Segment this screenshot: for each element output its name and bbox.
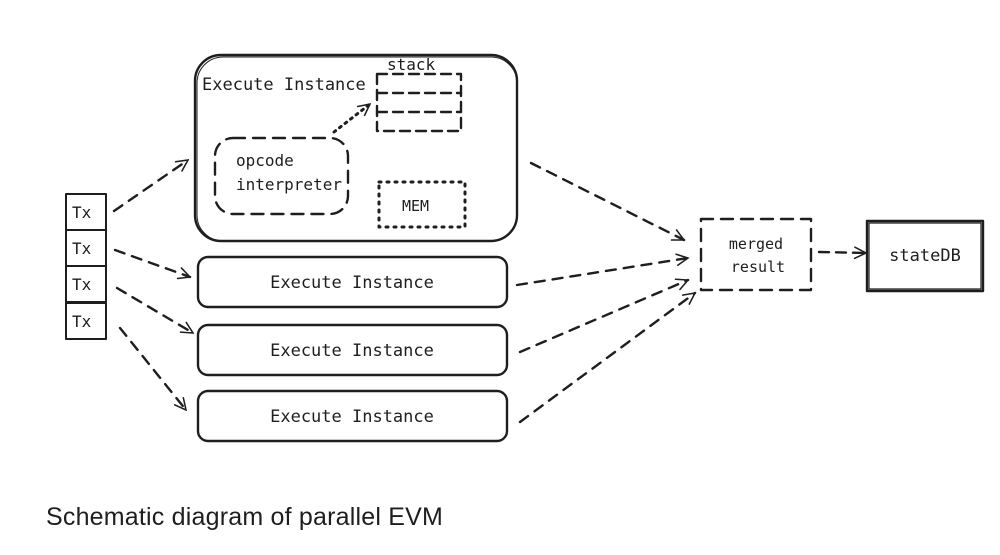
- interpreter-line2: interpreter: [236, 175, 342, 194]
- instance-to-merged-arrow: [515, 258, 688, 287]
- tx-to-instance-arrow: [115, 286, 193, 335]
- figure-caption: Schematic diagram of parallel EVM: [46, 503, 444, 531]
- svg-text:Tx: Tx: [72, 312, 92, 331]
- transactions: Tx Tx Tx Tx: [65, 193, 107, 340]
- svg-text:Tx: Tx: [72, 239, 92, 258]
- main-instance-title: Execute Instance: [202, 75, 366, 95]
- svg-text:Execute Instance: Execute Instance: [270, 407, 434, 427]
- tx-box: Tx: [65, 265, 107, 303]
- svg-text:stateDB: stateDB: [889, 246, 961, 266]
- tx-to-instance-arrow: [118, 326, 188, 410]
- memory: MEM: [377, 180, 467, 229]
- tx-to-instance-arrow: [113, 248, 190, 277]
- execute-instance: Execute Instance: [196, 389, 509, 443]
- svg-text:Tx: Tx: [72, 203, 92, 222]
- opcode-interpreter: opcode interpreter: [213, 136, 350, 216]
- merged-to-statedb-arrow: [817, 252, 866, 253]
- interpreter-line1: opcode: [236, 151, 294, 170]
- svg-text:Tx: Tx: [72, 275, 92, 294]
- execute-instance: Execute Instance: [196, 323, 509, 377]
- instance-to-merged-arrow: [518, 291, 695, 424]
- state-db: stateDB: [865, 219, 985, 293]
- svg-text:Execute Instance: Execute Instance: [270, 273, 434, 293]
- memory-label: MEM: [402, 197, 429, 215]
- svg-text:Execute Instance: Execute Instance: [270, 341, 434, 361]
- tx-to-main-arrow: [112, 158, 188, 213]
- main-execute-instance: Execute Instance stack opcode interprete…: [193, 53, 519, 243]
- interpreter-to-stack-arrow: [332, 102, 372, 134]
- svg-text:result: result: [731, 258, 785, 276]
- tx-box: Tx: [65, 193, 107, 231]
- stack-label: stack: [387, 55, 436, 74]
- execute-instance: Execute Instance: [196, 255, 509, 309]
- tx-box: Tx: [65, 229, 107, 267]
- instance-to-merged-arrow: [518, 280, 688, 354]
- svg-text:merged: merged: [729, 235, 783, 253]
- stack: stack: [375, 55, 463, 133]
- tx-box: Tx: [65, 302, 107, 340]
- merged-result: merged result: [699, 217, 813, 292]
- instance-to-merged-arrow: [529, 161, 684, 242]
